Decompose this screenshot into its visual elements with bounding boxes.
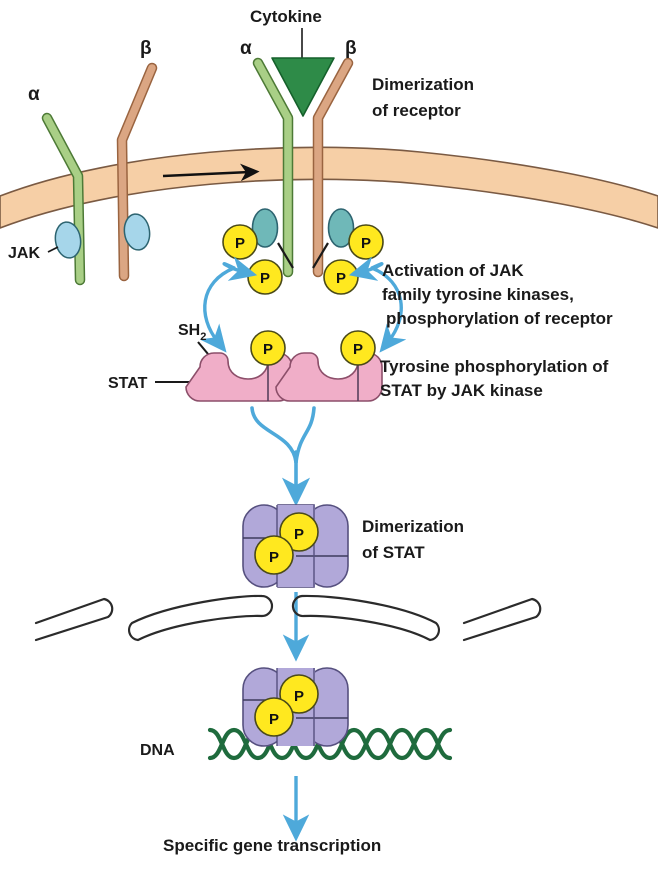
stat-dimer-cytoplasm: P P [242, 504, 349, 588]
jak-leader-line [47, 246, 59, 253]
annotation-line: Tyrosine phosphorylation of [380, 357, 609, 376]
annotation-line: STAT by JAK kinase [380, 381, 543, 400]
receptor-phosphate-lower-left: P [247, 259, 283, 295]
jak-inactive-beta [123, 213, 151, 251]
stat-dimerization-arrow [250, 406, 316, 507]
phosphate-label: P [336, 270, 346, 287]
annotation-tyrosine-phosphorylation-of-stat: Tyrosine phosphorylation of STAT by JAK … [380, 357, 609, 400]
annotation-activation-of-jak: Activation of JAK family tyrosine kinase… [382, 261, 613, 328]
cytokine-label: Cytokine [250, 7, 322, 26]
jak-inactive-alpha [54, 221, 82, 259]
phosphate-label: P [353, 341, 363, 358]
nuclear-envelope-segment-4 [462, 597, 542, 642]
beta-chain-label-left: β [140, 38, 152, 59]
annotation-line: of receptor [372, 101, 461, 120]
phosphate-label: P [269, 549, 279, 566]
alpha-chain-label-right: α [240, 38, 252, 59]
unbound-receptor-beta-chain [116, 62, 158, 282]
annotation-specific-gene-transcription: Specific gene transcription [163, 836, 381, 855]
annotation-line: of STAT [362, 543, 425, 562]
nuclear-envelope-segment-2 [127, 594, 274, 642]
sh2-label: SH2 [178, 322, 206, 343]
phosphate-label: P [294, 526, 304, 543]
phosphate-label: P [235, 235, 245, 252]
annotation-line: Dimerization [372, 75, 474, 94]
jak-activation-arrows-left [199, 256, 258, 353]
receptor-phosphate-upper-left: P [222, 224, 258, 260]
nuclear-envelope-segment-3 [291, 594, 441, 642]
dimerized-receptor-alpha-chain [252, 57, 294, 278]
nuclear-envelope [34, 594, 542, 642]
jak-active-right [327, 208, 355, 248]
phosphate-label: P [263, 341, 273, 358]
stat-monomer-left: P [185, 330, 293, 402]
jak-activation-arrows-right [348, 256, 407, 353]
receptor-phosphate-upper-right: P [348, 224, 384, 260]
phosphate-label: P [269, 711, 279, 728]
phosphate-label: P [294, 688, 304, 705]
annotation-dimerization-of-stat: Dimerization of STAT [362, 517, 464, 562]
receptor-phosphate-lower-right: P [323, 259, 359, 295]
annotation-line: Dimerization [362, 517, 464, 536]
stat-dimer-nucleus: P P [242, 667, 349, 747]
annotation-line: Activation of JAK [382, 261, 524, 280]
annotation-line: family tyrosine kinases, [382, 285, 574, 304]
beta-chain-label-right: β [345, 38, 357, 59]
jak-active-left [251, 208, 279, 248]
alpha-chain-label-left: α [28, 84, 40, 105]
phosphate-label: P [361, 235, 371, 252]
plasma-membrane [0, 146, 658, 229]
annotation-line: Specific gene transcription [163, 836, 381, 855]
receptor-migration-arrow [162, 163, 260, 182]
annotation-line: phosphorylation of receptor [386, 309, 613, 328]
dimerized-receptor-beta-chain [312, 57, 354, 278]
nuclear-envelope-segment-1 [34, 597, 114, 642]
phosphate-label: P [260, 270, 270, 287]
cytokine-molecule [271, 57, 335, 117]
dna-label: DNA [140, 742, 175, 759]
stat-label: STAT [108, 375, 148, 392]
stat-monomer-right: P [275, 330, 383, 402]
annotation-dimerization-of-receptor: Dimerization of receptor [372, 75, 474, 120]
jak-label: JAK [8, 245, 40, 262]
